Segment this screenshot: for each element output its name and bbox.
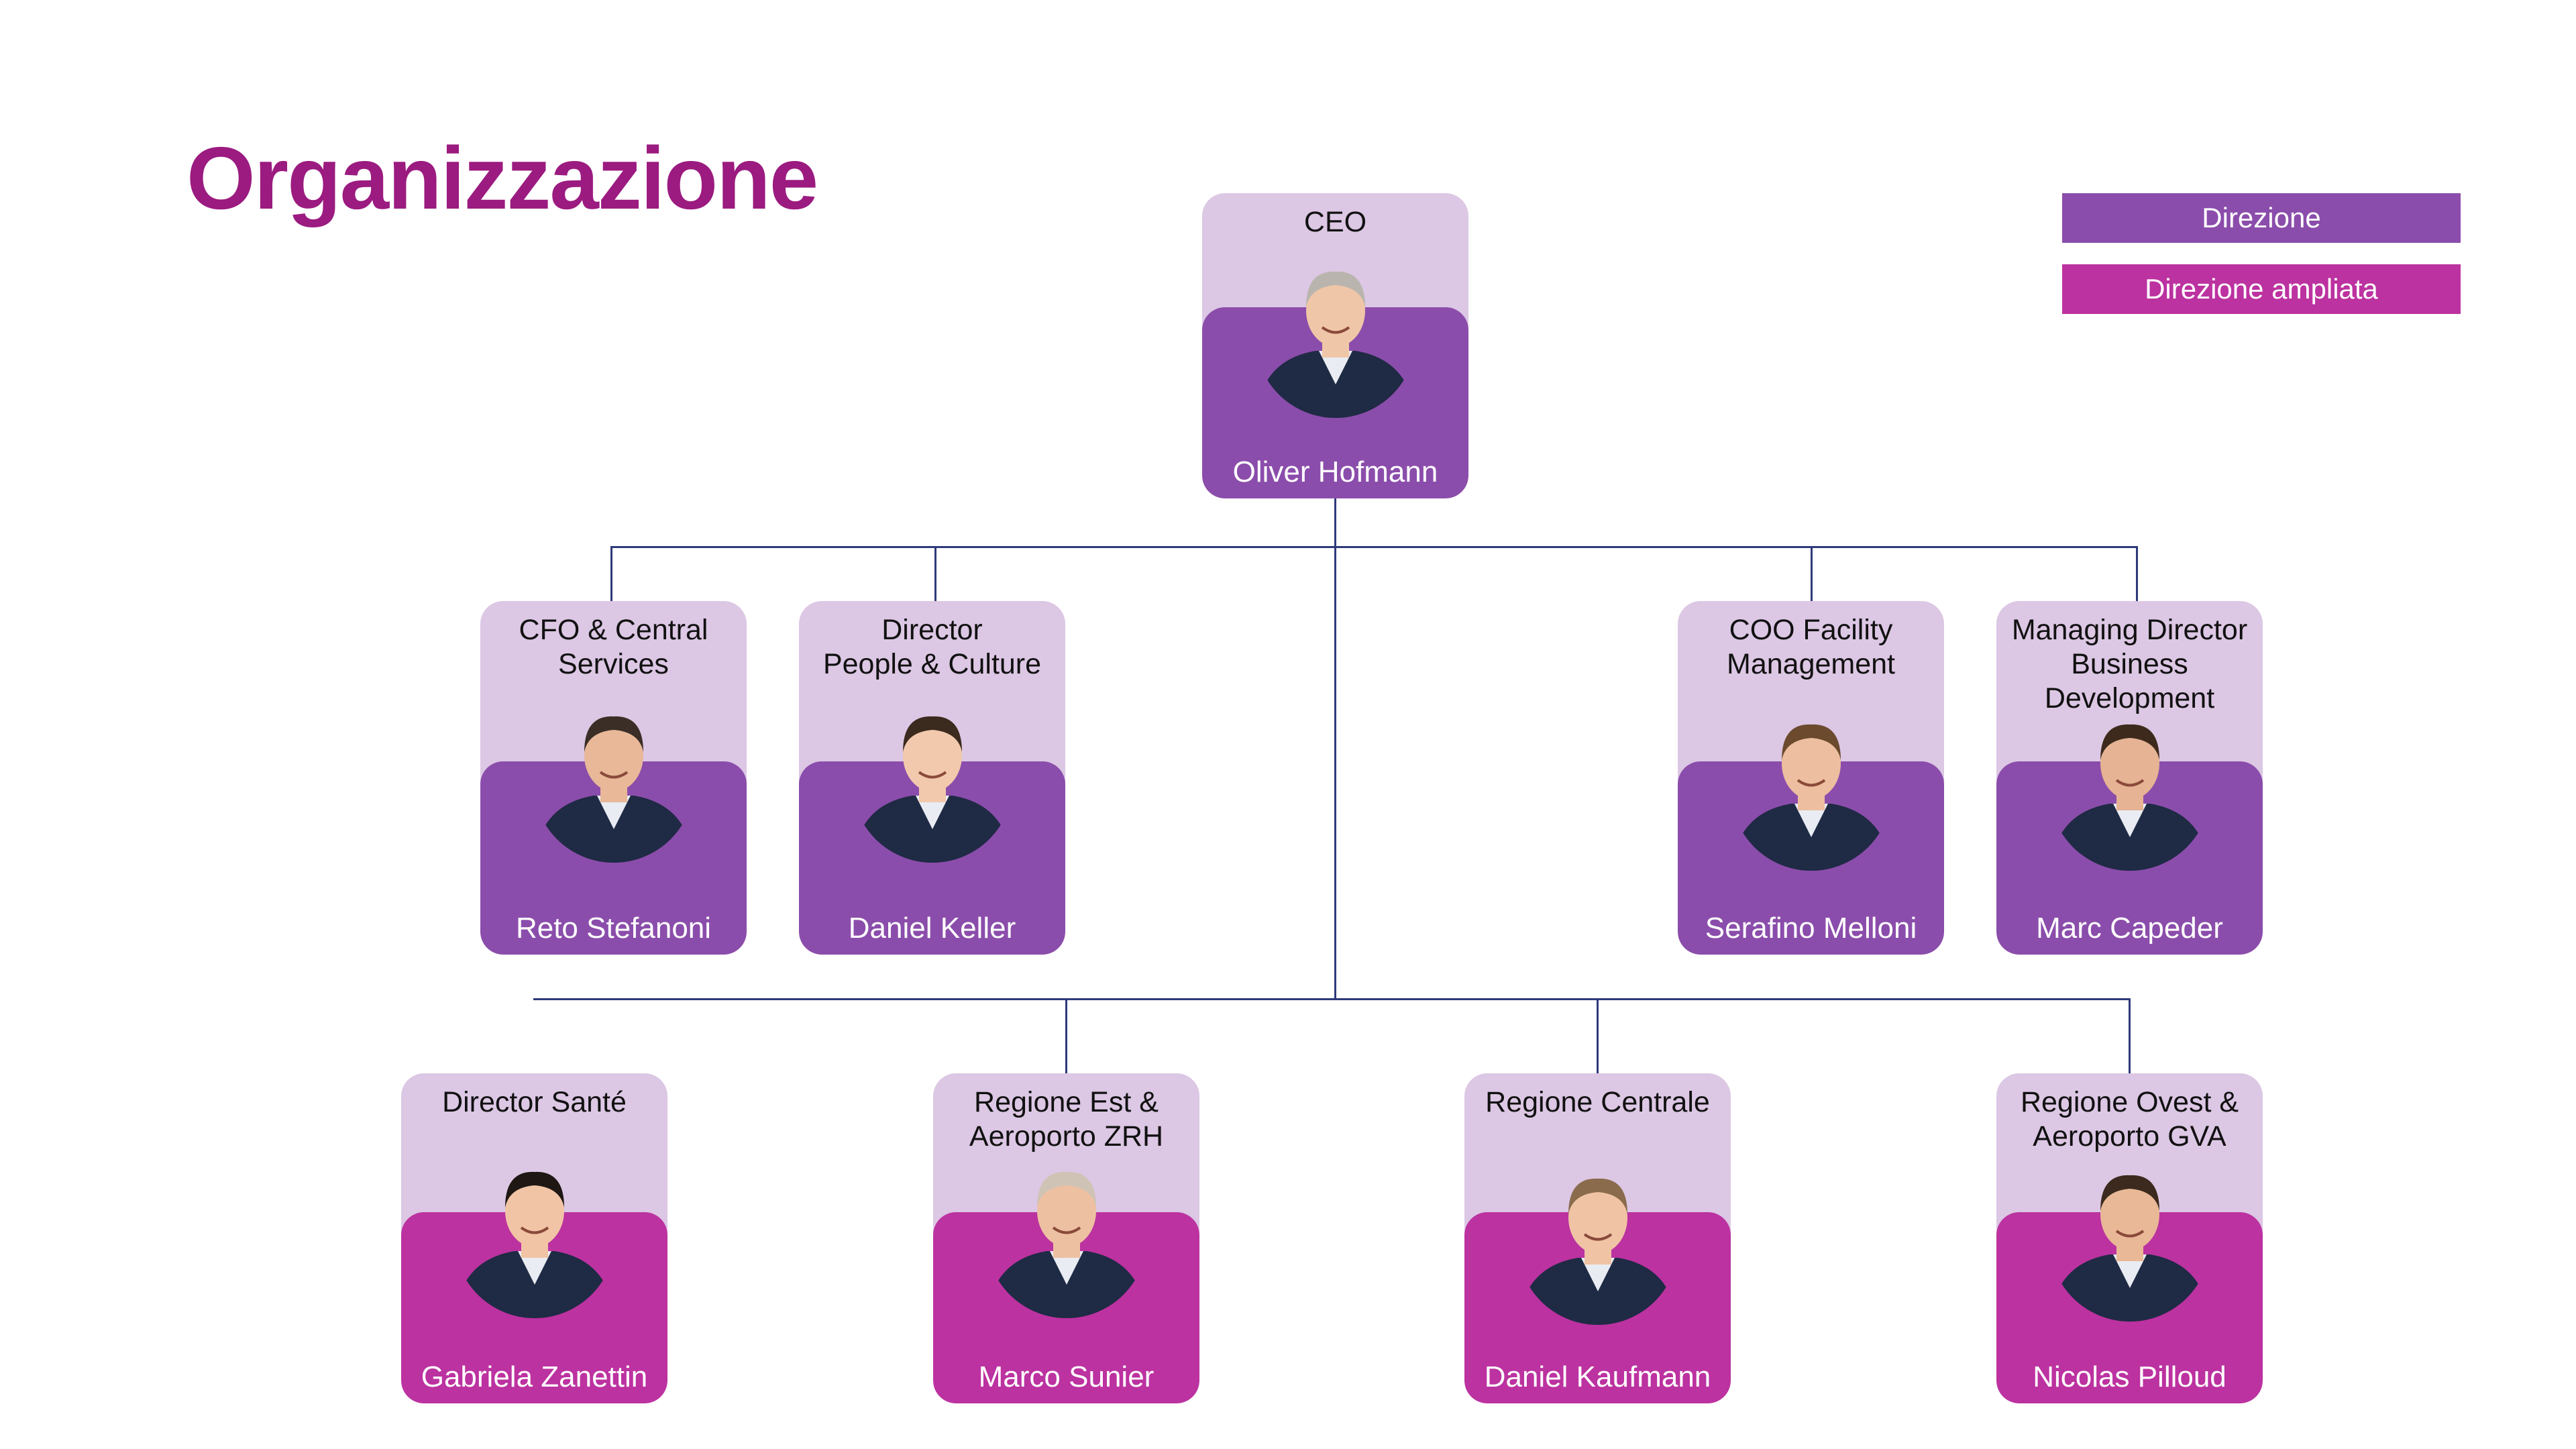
connector-drop [1811,546,1813,601]
role-title: Director People & Culture [822,614,1042,680]
legend-label: Direzione ampliata [2145,273,2378,305]
connector-drop [2129,998,2131,1073]
role-title: Managing Director Business Development [2011,614,2248,714]
person-name: Daniel Keller [848,912,1016,945]
person-name: Daniel Kaufmann [1484,1360,1711,1393]
person-name: Reto Stefanoni [515,912,712,945]
page-title: Organizzazione [186,129,818,227]
role-title: CFO & Central Services [519,614,708,680]
connector-row2-bar [533,998,2130,1000]
person-name: Oliver Hofmann [1232,455,1438,488]
portrait-photo [454,1157,615,1318]
portrait-photo [1517,1164,1678,1325]
role-title: Director Santé [442,1086,627,1118]
portrait-photo [533,702,694,863]
role-title: CEO [1303,206,1367,238]
portrait-photo [2049,1161,2210,1322]
portrait-photo [852,702,1013,863]
connector-row1-bar [610,546,2138,548]
connector-ceo-trunk [1334,498,1336,1000]
role-title: COO Facility Management [1727,614,1895,680]
person-name: Marc Capeder [2036,912,2223,945]
org-card: CEO Oliver Hofmann [1202,193,1468,498]
portrait-photo [2049,710,2210,871]
connector-drop [1065,998,1067,1073]
legend-label: Direzione [2202,202,2321,233]
person-name: Marco Sunier [978,1360,1155,1393]
legend-direzione: Direzione [2062,193,2461,243]
role-title: Regione Est & Aeroporto ZRH [969,1086,1164,1152]
role-title: Regione Centrale [1485,1086,1710,1118]
connector-drop [2136,546,2138,601]
portrait-photo [986,1157,1147,1318]
org-card: Regione Est & Aeroporto ZRH Marco Sunier [933,1073,1199,1403]
person-name: Nicolas Pilloud [2033,1360,2226,1393]
connector-drop [610,546,612,601]
person-name: Serafino Melloni [1705,912,1917,945]
portrait-photo [1731,710,1892,871]
org-card: Regione Ovest & Aeroporto GVA Nicolas Pil… [1996,1073,2263,1403]
portrait-photo [1255,257,1416,418]
connector-drop [1597,998,1599,1073]
person-name: Gabriela Zanettin [421,1360,648,1393]
role-title: Regione Ovest & Aeroporto GVA [2020,1086,2239,1152]
connector-drop [934,546,936,601]
legend-direzione-ampliata: Direzione ampliata [2062,264,2461,314]
